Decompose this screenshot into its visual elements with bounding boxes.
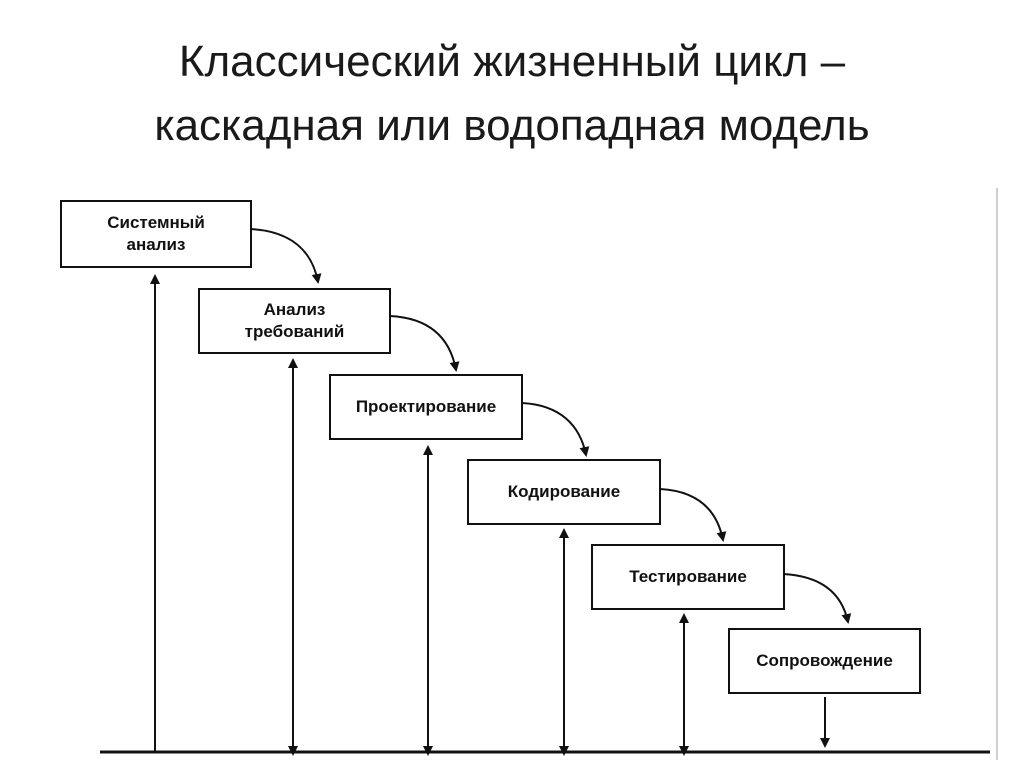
stage-label: Тестирование (629, 567, 747, 586)
stage-label: Сопровождение (756, 651, 893, 670)
flow-arrow-3-4 (521, 402, 590, 457)
stage-label: анализ (126, 235, 186, 254)
flow-arrow-2-3 (389, 315, 460, 372)
stage-label: требований (244, 322, 345, 341)
stage-coding: Кодирование (467, 459, 661, 525)
stage-label: Кодирование (507, 482, 621, 501)
stage-label: Анализ (263, 300, 326, 319)
stage-system-analysis: Системный анализ (60, 200, 252, 268)
slide-title: Классический жизненный цикл – каскадная … (0, 30, 1024, 158)
stage-label: Проектирование (355, 397, 497, 416)
flow-arrow-4-5 (659, 488, 727, 542)
flow-arrow-5-6 (782, 573, 852, 624)
flow-arrow-1-2 (249, 228, 322, 284)
stage-design: Проектирование (329, 374, 523, 440)
stage-requirements-analysis: Анализ требований (198, 288, 391, 354)
slide-title-line-2: каскадная или водопадная модель (154, 101, 870, 150)
slide-title-line-1: Классический жизненный цикл – (178, 37, 846, 86)
stage-testing: Тестирование (591, 544, 785, 610)
stage-label: Системный (107, 213, 205, 232)
stage-maintenance: Сопровождение (728, 628, 921, 694)
right-edge-rule (996, 188, 998, 760)
